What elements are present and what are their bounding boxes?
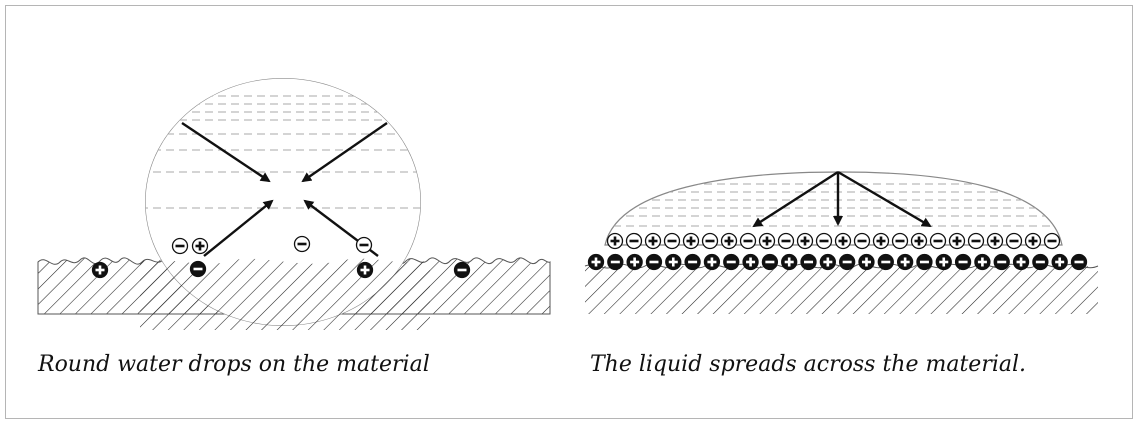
ion-liquid-minus bbox=[741, 234, 756, 249]
ion-liquid-minus bbox=[1007, 234, 1022, 249]
ion-surface-minus bbox=[956, 255, 971, 270]
ion-liquid-minus bbox=[969, 234, 984, 249]
ion-surface-plus bbox=[1052, 255, 1067, 270]
caption-left: Round water drops on the material bbox=[38, 352, 430, 377]
ion-surface-plus bbox=[782, 255, 797, 270]
right-substrate bbox=[585, 264, 1098, 314]
ion-liquid-minus bbox=[855, 234, 870, 249]
ion-surface-plus bbox=[859, 255, 874, 270]
ion-drop-minus bbox=[357, 238, 372, 253]
ion-surface-plus bbox=[627, 255, 642, 270]
ion-liquid-minus bbox=[627, 234, 642, 249]
ion-surface-plus bbox=[898, 255, 913, 270]
ion-surface-minus bbox=[646, 255, 661, 270]
ion-surface-minus bbox=[455, 263, 470, 278]
ion-surface-minus bbox=[801, 255, 816, 270]
ion-surface-plus bbox=[820, 255, 835, 270]
ion-surface-minus bbox=[724, 255, 739, 270]
ion-liquid-minus bbox=[931, 234, 946, 249]
ion-liquid-minus bbox=[893, 234, 908, 249]
ion-drop-plus bbox=[193, 239, 208, 254]
caption-right: The liquid spreads across the material. bbox=[590, 352, 1026, 377]
ion-surface-plus bbox=[666, 255, 681, 270]
ion-liquid-plus bbox=[912, 234, 927, 249]
ion-surface-minus bbox=[994, 255, 1009, 270]
ion-surface-minus bbox=[1033, 255, 1048, 270]
right-panel bbox=[585, 172, 1098, 314]
ion-surface-plus bbox=[1014, 255, 1029, 270]
ion-liquid-minus bbox=[817, 234, 832, 249]
ion-surface-plus bbox=[704, 255, 719, 270]
ion-surface-plus bbox=[936, 255, 951, 270]
ion-liquid-plus bbox=[760, 234, 775, 249]
ion-surface-minus bbox=[685, 255, 700, 270]
ion-surface-plus bbox=[589, 255, 604, 270]
ion-liquid-plus bbox=[836, 234, 851, 249]
ion-surface-plus bbox=[743, 255, 758, 270]
ion-surface-minus bbox=[191, 262, 206, 277]
ion-surface-plus bbox=[358, 263, 373, 278]
left-panel bbox=[38, 78, 550, 330]
ion-liquid-plus bbox=[684, 234, 699, 249]
ion-surface-minus bbox=[608, 255, 623, 270]
ion-liquid-plus bbox=[646, 234, 661, 249]
ion-drop-minus bbox=[295, 237, 310, 252]
ion-liquid-minus bbox=[665, 234, 680, 249]
ion-liquid-minus bbox=[703, 234, 718, 249]
ion-liquid-plus bbox=[950, 234, 965, 249]
ion-liquid-plus bbox=[798, 234, 813, 249]
ion-liquid-minus bbox=[1045, 234, 1060, 249]
ion-surface-minus bbox=[878, 255, 893, 270]
ion-liquid-plus bbox=[988, 234, 1003, 249]
ion-surface-minus bbox=[840, 255, 855, 270]
ion-liquid-plus bbox=[608, 234, 623, 249]
ion-liquid-plus bbox=[1026, 234, 1041, 249]
water-drop bbox=[140, 78, 430, 330]
ion-liquid-plus bbox=[874, 234, 889, 249]
ion-surface-plus bbox=[93, 263, 108, 278]
ion-drop-minus bbox=[173, 239, 188, 254]
ion-liquid-plus bbox=[722, 234, 737, 249]
ion-liquid-minus bbox=[779, 234, 794, 249]
ion-surface-minus bbox=[1072, 255, 1087, 270]
ion-surface-minus bbox=[762, 255, 777, 270]
ion-surface-minus bbox=[917, 255, 932, 270]
ion-surface-plus bbox=[975, 255, 990, 270]
